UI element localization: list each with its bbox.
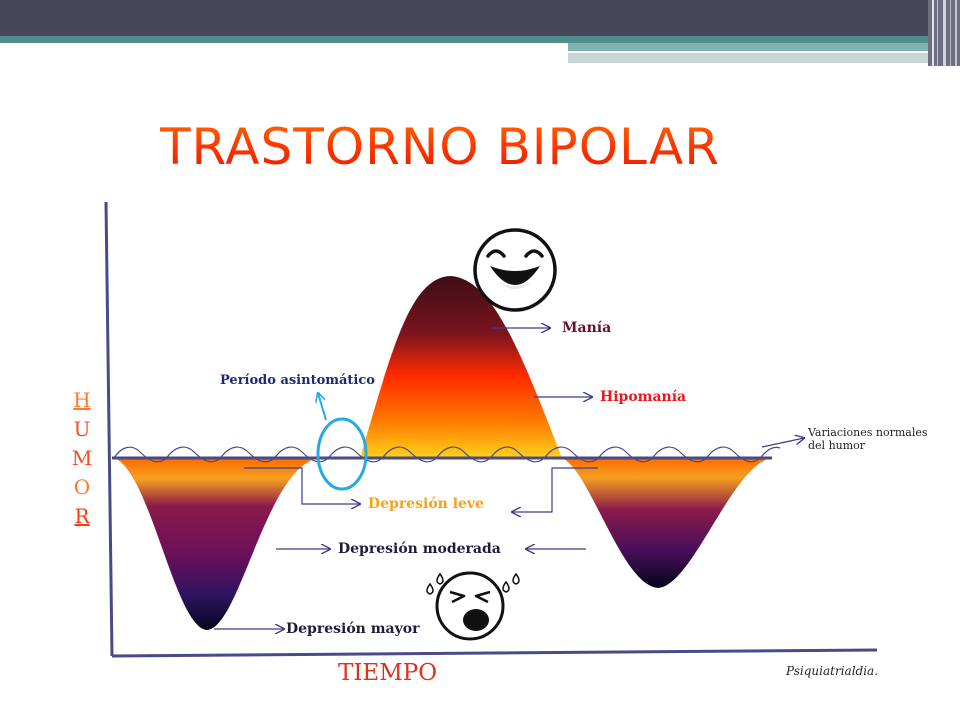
label-hipomania: Hipomanía [600,389,686,405]
depression-valley-left [114,458,318,630]
depression-valley-right [562,458,770,588]
y-axis-letter-r: R [70,502,94,531]
label-variaciones-2: del humor [808,439,865,452]
y-axis-letter-h: H [70,386,94,415]
x-axis-label: TIEMPO [338,660,437,686]
x-axis [112,650,877,656]
y-axis-letter-m: M [70,444,94,473]
label-variaciones-1: Variaciones normales [808,426,928,439]
label-periodo-asintomatico: Período asintomático [220,373,375,388]
credit-text: Psiquiatrialdia. [786,664,878,678]
y-axis-letter-o: O [70,473,94,502]
y-axis-letter-u: U [70,415,94,444]
label-depresion-moderada: Depresión moderada [338,541,501,557]
asymptomatic-arrow [318,393,326,420]
y-axis [106,202,112,656]
crying-face-icon [427,573,519,639]
y-axis-label: H U M O R [70,386,94,531]
variations-arrow [762,438,804,447]
label-mania: Manía [562,320,611,336]
happy-face-icon [475,230,555,310]
label-depresion-leve: Depresión leve [368,496,484,512]
label-depresion-mayor: Depresión mayor [286,621,419,637]
